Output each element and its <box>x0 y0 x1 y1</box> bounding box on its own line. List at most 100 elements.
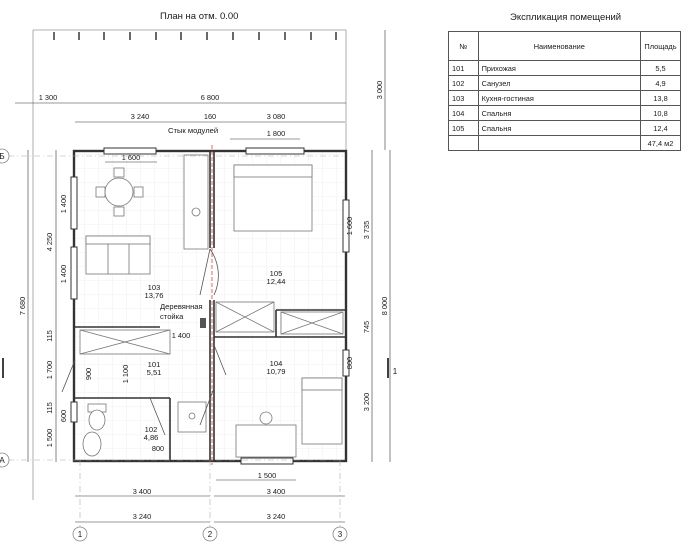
doors <box>61 248 227 436</box>
shower-icon <box>177 401 207 433</box>
dim-door-900: 900 <box>84 368 93 380</box>
dim-1300: 1 300 <box>39 93 58 102</box>
explication-title: Экспликация помещений <box>510 12 622 23</box>
row-number: 105 <box>448 120 479 136</box>
dim-left-600: 600 <box>59 410 68 422</box>
room-102-number: 102 <box>145 425 158 434</box>
axis-lines <box>8 155 346 530</box>
room-103-area: 13,76 <box>144 291 163 300</box>
room-105-number: 105 <box>270 269 283 278</box>
row-area: 5,5 <box>640 60 681 76</box>
dim-right-3200: 3 200 <box>362 393 371 412</box>
header-name: Наименование <box>477 31 642 61</box>
axis-label-a: А <box>0 456 5 465</box>
row-area: 13,8 <box>640 90 681 106</box>
total-empty-1 <box>448 135 479 151</box>
bed-105-icon <box>233 164 313 232</box>
dim-right-window-1600: 1 600 <box>345 217 354 236</box>
row-number: 104 <box>448 105 479 121</box>
header-number: № <box>448 31 479 61</box>
wood-post-note-line1: Деревянная <box>160 302 203 311</box>
dim-window-1800: 1 800 <box>267 129 286 138</box>
dim-window-1600: 1 600 <box>122 153 141 162</box>
row-name: Санузел <box>477 75 642 91</box>
module-joint-note: Стык модулей <box>168 126 218 135</box>
dim-left-115-a: 115 <box>45 330 54 342</box>
dim-right-745: 745 <box>362 321 371 333</box>
row-name: Прихожая <box>477 60 642 76</box>
dim-window-1500: 1 500 <box>258 471 277 480</box>
dim-left-115-b: 115 <box>45 402 54 414</box>
plan-title: План на отм. 0.00 <box>160 11 239 22</box>
dim-left-7680: 7 680 <box>18 297 27 316</box>
dim-top-3080: 3 080 <box>267 112 286 121</box>
explication-table: № Наименование Площадь 101 Прихожая 5,5 … <box>448 31 681 151</box>
room-104-number: 104 <box>270 359 283 368</box>
axis-label-3: 3 <box>338 530 343 539</box>
dim-left-1400-b: 1 400 <box>59 265 68 284</box>
dining-table-icon <box>95 167 144 217</box>
dim-bottom-3400-a: 3 400 <box>133 487 152 496</box>
kitchen-counter-icon <box>183 154 209 250</box>
table-row: 104 Спальня 10,8 <box>448 105 681 121</box>
axis-label-1: 1 <box>78 530 83 539</box>
room-103-number: 103 <box>148 283 161 292</box>
row-area: 12,4 <box>640 120 681 136</box>
terrace-posts <box>53 32 337 40</box>
room-104-area: 10,79 <box>266 367 285 376</box>
sofa-icon <box>85 235 151 275</box>
dim-door-800: 800 <box>152 444 164 453</box>
dim-left-1400-a: 1 400 <box>59 195 68 214</box>
axis-label-right: 1 <box>393 367 398 376</box>
dim-door-1400: 1 400 <box>172 331 191 340</box>
wooden-post <box>200 318 206 328</box>
axis-label-2: 2 <box>208 530 213 539</box>
dimension-lines <box>15 30 391 523</box>
dim-bottom-3240-a: 3 240 <box>133 512 152 521</box>
table-row: 101 Прихожая 5,5 <box>448 60 681 76</box>
table-row: 105 Спальня 12,4 <box>448 120 681 136</box>
row-number: 102 <box>448 75 479 91</box>
dim-right-3735: 3 735 <box>362 221 371 240</box>
dim-right-8000: 8 000 <box>380 297 389 316</box>
dim-bottom-3240-b: 3 240 <box>267 512 286 521</box>
room-105-area: 12,44 <box>266 277 285 286</box>
room-labels: 103 13,76 105 12,44 101 5,51 104 10,79 1… <box>144 269 286 442</box>
total-row: 47,4 м2 <box>448 135 681 151</box>
dim-left-1500: 1 500 <box>45 429 54 448</box>
room-101-number: 101 <box>148 360 161 369</box>
row-number: 101 <box>448 60 479 76</box>
desk-104-icon <box>235 411 297 458</box>
room-101-area: 5,51 <box>147 368 162 377</box>
row-name: Спальня <box>477 120 642 136</box>
dim-left-4250: 4 250 <box>45 233 54 252</box>
dim-top-3240: 3 240 <box>131 112 150 121</box>
room-102-area: 4,86 <box>144 433 159 442</box>
terrace-outline <box>32 29 347 500</box>
section-marks <box>2 358 389 378</box>
explication-header-row: № Наименование Площадь <box>448 31 681 61</box>
dim-top-160: 160 <box>204 112 216 121</box>
row-number: 103 <box>448 90 479 106</box>
row-name: Спальня <box>477 105 642 121</box>
washbasin-icon <box>82 431 102 457</box>
row-area: 4,9 <box>640 75 681 91</box>
wood-post-note-line2: стойка <box>160 312 184 321</box>
axis-labels: Б А 1 2 3 1 <box>0 152 398 539</box>
axis-bubbles <box>0 148 348 542</box>
hallway-bench-icon <box>79 329 171 355</box>
table-row: 103 Кухня-гостиная 13,8 <box>448 90 681 106</box>
row-name: Кухня-гостиная <box>477 90 642 106</box>
wardrobe-icon <box>215 301 344 335</box>
dimension-texts: 6 800 1 300 3 240 160 3 080 1 800 1 600 … <box>18 81 389 521</box>
axis-label-b: Б <box>0 152 5 161</box>
bed-104-icon <box>301 377 343 445</box>
windows <box>70 147 350 465</box>
dim-top-overall: 6 800 <box>201 93 220 102</box>
notes: Стык модулей Деревянная стойка <box>160 126 218 321</box>
toilet-icon <box>87 403 107 431</box>
table-row: 102 Санузел 4,9 <box>448 75 681 91</box>
dim-door-1100: 1 100 <box>121 365 130 384</box>
total-empty-2 <box>477 135 642 151</box>
